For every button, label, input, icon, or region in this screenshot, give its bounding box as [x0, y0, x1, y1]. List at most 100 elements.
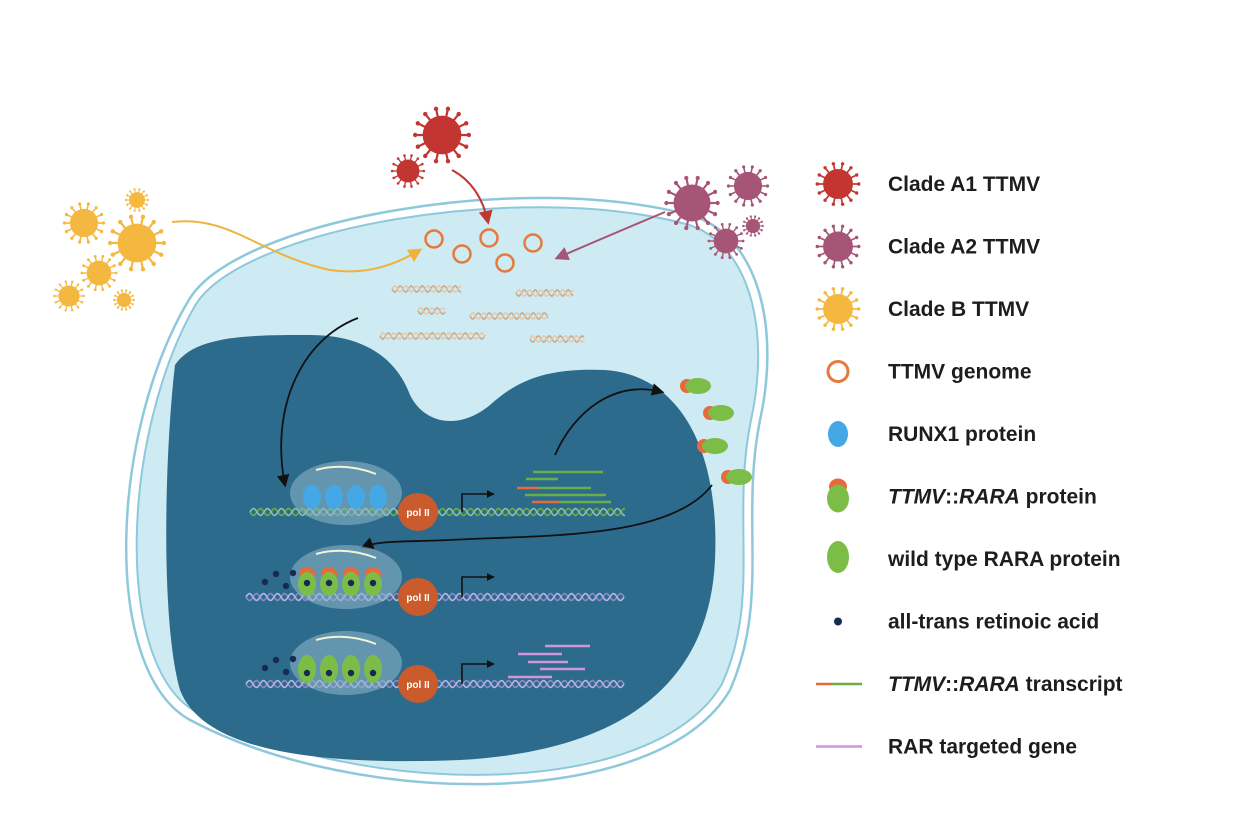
- legend-label-part: TTMV: [888, 673, 947, 696]
- ttmv-genome-ring-icon: [826, 360, 850, 383]
- all-trans-retinoic-acid-icon: [261, 664, 269, 672]
- pol-ii-icon: [398, 493, 438, 531]
- virus-spike-knob: [728, 256, 732, 260]
- legend-label-part: TTMV genome: [888, 361, 1032, 384]
- virus-body: [823, 169, 853, 199]
- virus-spike-knob: [831, 162, 836, 166]
- all-trans-retinoic-acid-icon: [369, 579, 377, 587]
- virus-spike-knob: [445, 158, 451, 164]
- virus-spike-knob: [684, 175, 689, 181]
- complex-row2: pol II: [261, 545, 495, 616]
- virus-spike-knob: [64, 212, 69, 217]
- all-trans-retinoic-acid-icon: [347, 579, 355, 587]
- clade-a1-viruses: [390, 106, 472, 188]
- dna-backbone: [391, 284, 462, 294]
- virus-spike-knob: [760, 220, 763, 223]
- virus-spike-knob: [666, 212, 672, 217]
- legend-item: Clade A1 TTMV: [815, 162, 1040, 206]
- legend-label-part: TTMV: [888, 486, 947, 509]
- virus-body: [86, 260, 112, 286]
- clade-b-virus-icon: [53, 280, 85, 312]
- dna-backbone: [469, 311, 549, 321]
- virus-spike-knob: [131, 294, 134, 297]
- ttmv-rara-transcripts: [517, 470, 611, 504]
- virus-body: [713, 228, 739, 254]
- legend-label-part: RARA: [959, 486, 1020, 509]
- virus-spike-knob: [741, 239, 745, 243]
- virus-spike-knob: [765, 184, 770, 188]
- complex-highlight: [315, 465, 377, 475]
- virus-spike-knob: [129, 190, 132, 193]
- dna-backbone: [515, 288, 574, 298]
- ttmv-genome-ring-icon: [479, 228, 499, 248]
- virus-spike-knob: [849, 198, 853, 202]
- wild-type-rara-protein-icon: [827, 541, 849, 573]
- fusion-body: [685, 378, 711, 394]
- virus-spike-knob: [142, 190, 145, 193]
- virus-body: [117, 223, 157, 263]
- all-trans-retinoic-acid-icon: [303, 579, 311, 587]
- virus-spike-knob: [82, 294, 85, 298]
- virus-spike-knob: [840, 162, 845, 166]
- fusion-body: [708, 405, 734, 421]
- virus-spike-knob: [849, 291, 853, 295]
- virus-spike-knob: [758, 199, 762, 203]
- virus-spike-knob: [857, 307, 861, 311]
- ttmv-genome-ring-icon: [452, 244, 472, 264]
- virus-spike-knob: [78, 240, 82, 244]
- virus-spike-knob: [416, 157, 420, 160]
- virus-spike-knob: [62, 221, 67, 225]
- fusion-protein-return-arrow: [360, 484, 713, 549]
- rar-target-gene-transcripts: [508, 644, 590, 679]
- legend-label: TTMV genome: [888, 361, 1032, 384]
- virus-spike-knob: [392, 162, 396, 166]
- all-trans-retinoic-acid-icon: [325, 579, 333, 587]
- virus-spike-knob: [840, 287, 845, 291]
- virus-spike-knob: [823, 291, 827, 295]
- virus-spike-knob: [76, 306, 80, 309]
- virus-spike-knob: [742, 224, 745, 228]
- ttmv-genome-ring-icon: [523, 233, 543, 253]
- dna-backbone: [379, 331, 486, 341]
- virus-spike-knob: [392, 176, 396, 180]
- clade-a2-virus-icon: [726, 165, 770, 207]
- virus-spike-knob: [118, 261, 123, 267]
- legend-item: TTMV::RARA transcript: [816, 673, 1123, 696]
- virus-body: [129, 192, 145, 208]
- dna-backbone: [417, 306, 446, 316]
- virus-spike-knob: [128, 306, 132, 309]
- virus-spike-knob: [114, 303, 117, 306]
- legend-label-part: ::: [945, 486, 959, 509]
- virus-spike-knob: [433, 106, 439, 112]
- virus-spike-knob: [817, 173, 822, 177]
- virus-spike-knob: [420, 162, 424, 166]
- legend-label: TTMV::RARA transcript: [888, 673, 1123, 696]
- legend-item: RAR targeted gene: [816, 736, 1077, 759]
- virus-spike-knob: [854, 235, 859, 240]
- virus-spike-knob: [720, 222, 724, 226]
- dna-backbone: [529, 334, 585, 344]
- clade-a2-entry-arrow: [554, 211, 666, 260]
- virus-spike-knob: [456, 111, 461, 117]
- virus-spike-knob: [463, 121, 469, 126]
- virus-spike-knob: [840, 224, 845, 228]
- virus-spike-knob: [412, 132, 418, 138]
- virus-spike-knob: [849, 228, 853, 232]
- virus-spike-knob: [93, 288, 97, 292]
- virus-spike-knob: [673, 180, 679, 186]
- pol-ii-icon: [398, 578, 438, 616]
- virus-spike-knob: [823, 198, 827, 202]
- clade-a2-viruses: [664, 165, 770, 260]
- virus-spike-knob: [664, 200, 669, 206]
- virus-spike-knob: [695, 225, 700, 231]
- virus-spike-knob: [110, 229, 116, 234]
- legend-label: TTMV::RARA protein: [888, 486, 1097, 509]
- dna-backbone: [515, 288, 574, 298]
- virus-body: [823, 231, 853, 262]
- virus-spike-knob: [94, 206, 98, 210]
- clade-b-virus-icon: [80, 254, 118, 292]
- virus-spike-knob: [93, 254, 97, 258]
- virus-spike-knob: [817, 298, 822, 302]
